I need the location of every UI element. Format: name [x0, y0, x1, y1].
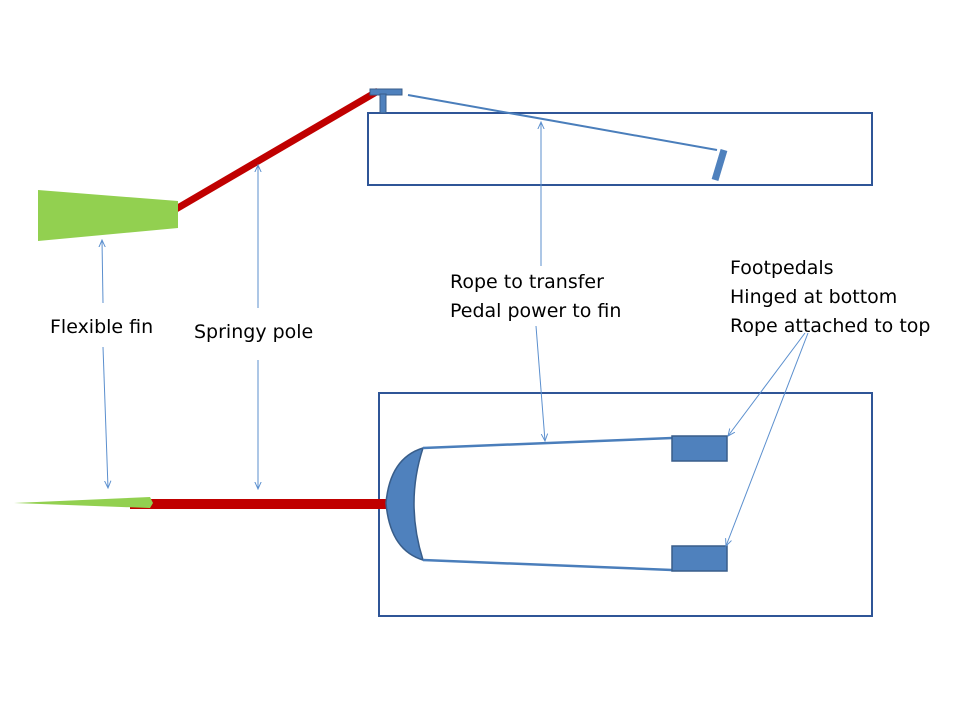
springy-pole-side [174, 87, 380, 213]
footpedals-label-line2: Hinged at bottom [730, 286, 898, 308]
footpedal-side [711, 148, 728, 182]
fin-arrow-down [102, 346, 108, 488]
rope-label-line1: Rope to transfer [450, 271, 604, 293]
side-view [38, 87, 873, 241]
pivot-paddle [385, 446, 425, 562]
springy-pole-label: Springy pole [194, 321, 314, 343]
footpedals-label: Footpedals Hinged at bottom Rope attache… [730, 254, 930, 341]
fin-arrow-up [102, 240, 103, 304]
flexible-fin-side [38, 190, 178, 241]
footpedal-top-upper [671, 435, 728, 462]
rope-top-upper [422, 436, 673, 450]
rope-label-line2: Pedal power to fin [450, 300, 622, 322]
footpedals-label-line1: Footpedals [730, 257, 834, 279]
boat-top-outline [378, 392, 873, 617]
flexible-fin-label: Flexible fin [50, 316, 154, 338]
rope-side [407, 94, 718, 151]
springy-pole-top [130, 499, 386, 509]
pivot-post [379, 93, 387, 114]
rope-arrow-down [535, 325, 545, 441]
footpedals-label-line3: Rope attached to top [730, 315, 931, 337]
flexible-fin-top [14, 497, 153, 508]
rope-label: Rope to transfer Pedal power to fin [450, 268, 621, 326]
rope-top-lower [422, 558, 673, 572]
pedals-arrow-upper [728, 332, 806, 436]
pointer-arrows [102, 122, 809, 546]
boat-side-outline [367, 112, 873, 186]
pedals-arrow-lower [726, 332, 809, 546]
footpedal-top-lower [671, 545, 728, 572]
top-view [14, 392, 873, 617]
